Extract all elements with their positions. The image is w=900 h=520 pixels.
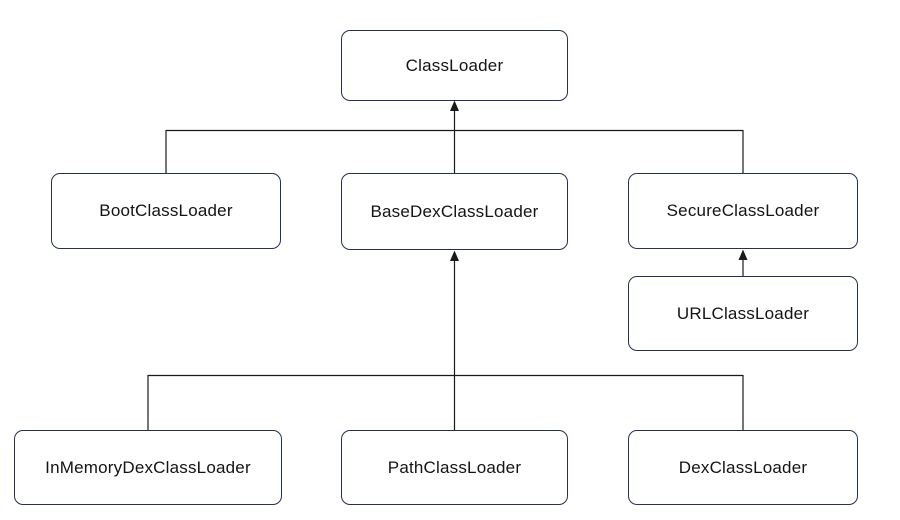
node-classloader-label: ClassLoader — [405, 55, 504, 75]
node-dexclassloader-label: DexClassLoader — [678, 457, 808, 477]
arrowhead-up-secureclassloader — [738, 249, 748, 260]
node-pathclassloader-label: PathClassLoader — [387, 457, 522, 477]
node-bootclassloader: BootClassLoader — [51, 173, 281, 249]
node-inmemorydexclassloader-label: InMemoryDexClassLoader — [45, 457, 251, 477]
node-classloader: ClassLoader — [341, 30, 568, 101]
node-pathclassloader: PathClassLoader — [341, 430, 568, 505]
node-secureclassloader-label: SecureClassLoader — [666, 201, 820, 220]
node-basedexclassloader: BaseDexClassLoader — [341, 173, 568, 250]
node-urlclassloader: URLClassLoader — [628, 276, 858, 351]
node-bootclassloader-label: BootClassLoader — [99, 201, 233, 220]
node-inmemorydexclassloader: InMemoryDexClassLoader — [14, 430, 282, 505]
node-basedexclassloader-label: BaseDexClassLoader — [370, 201, 539, 221]
arrowhead-up-basedexclassloader — [450, 250, 459, 261]
node-urlclassloader-label: URLClassLoader — [676, 303, 810, 323]
node-secureclassloader: SecureClassLoader — [628, 173, 858, 249]
arrowhead-up-classloader — [450, 100, 459, 111]
node-dexclassloader: DexClassLoader — [628, 430, 858, 505]
